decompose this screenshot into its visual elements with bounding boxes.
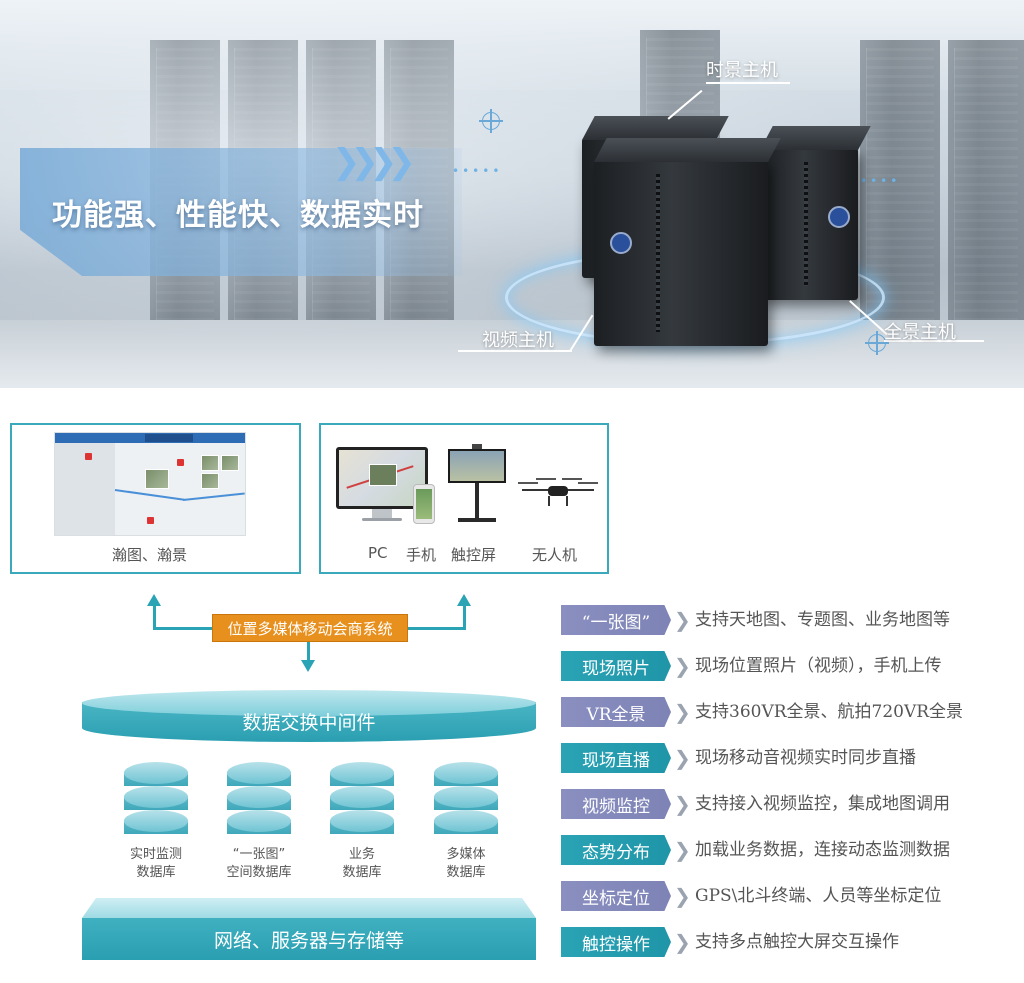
crosshair-icon <box>479 109 503 133</box>
map-photo-thumb <box>145 469 169 489</box>
feature-desc-photo: 现场位置照片（视频），手机上传 <box>695 656 942 676</box>
map-marker-icon <box>177 459 184 466</box>
feature-desc-map: 支持天地图、专题图、业务地图等 <box>695 610 950 630</box>
map-photo-thumb <box>201 473 219 489</box>
map-tabbar <box>145 434 193 442</box>
system-box: 位置多媒体移动会商系统 <box>212 614 408 642</box>
logo-badge-icon <box>610 232 632 254</box>
leader-line <box>458 350 572 352</box>
feature-tag-live: 现场直播 <box>561 743 671 773</box>
label-panorama-host: 全景主机 <box>884 322 956 343</box>
feature-desc-video: 支持接入视频监控，集成地图调用 <box>695 794 950 814</box>
feature-desc-location: GPS\北斗终端、人员等坐标定位 <box>695 886 942 906</box>
touch-screen-icon <box>448 449 506 483</box>
arrow-up-icon <box>147 594 161 606</box>
feature-tag-touch: 触控操作 <box>561 927 671 957</box>
chevron-right-icon: ❯ <box>674 792 691 816</box>
pc-base <box>362 518 402 521</box>
label-shijing-host: 时景主机 <box>706 60 778 81</box>
title-banner <box>20 148 462 276</box>
map-screenshot <box>54 432 246 536</box>
db-label-business: 业务数据库 <box>342 847 382 880</box>
chevron-right-icon: ❯ <box>674 700 691 724</box>
drone-icon <box>518 478 598 506</box>
database-icon <box>330 762 394 834</box>
chevron-right-icon: ❯ <box>674 746 691 770</box>
feature-desc-touch: 支持多点触控大屏交互操作 <box>695 932 899 952</box>
map-route <box>182 492 245 501</box>
connector-line <box>153 627 213 630</box>
connector-line <box>408 627 466 630</box>
map-client-caption: 瀚图、瀚景 <box>112 546 188 564</box>
db-label-realtime: 实时监测数据库 <box>129 847 182 880</box>
label-video-host: 视频主机 <box>482 330 554 351</box>
network-top <box>82 898 536 918</box>
map-marker-icon <box>147 517 154 524</box>
feature-tag-vr: VR全景 <box>561 697 671 727</box>
device-label-drone: 无人机 <box>532 546 578 564</box>
tower-top <box>582 116 729 140</box>
server-tower-video <box>594 138 781 346</box>
map-photo-thumb <box>201 455 219 471</box>
feature-tag-map: “一张图” <box>561 605 671 635</box>
chevron-right-icon: ❯ <box>674 884 691 908</box>
middleware-cylinder: 数据交换中间件 <box>82 690 536 746</box>
chevron-right-icon: ❯ <box>674 838 691 862</box>
tower-vent <box>804 162 808 286</box>
tower-vent <box>656 174 660 332</box>
device-label-touch: 触控屏 <box>451 546 497 564</box>
chevron-icon: ❯❯❯❯ <box>332 142 416 182</box>
pc-stand <box>372 509 392 519</box>
dots-icon: •••• <box>860 174 901 188</box>
hero-banner: ❯❯❯❯ 功能强、性能快、数据实时 ••••• •••• 时景主机 视频主机 全… <box>0 0 1024 388</box>
phone-icon <box>413 484 435 524</box>
database-icon <box>227 762 291 834</box>
device-label-phone: 手机 <box>406 546 437 564</box>
leader-line <box>706 82 790 84</box>
feature-tag-situation: 态势分布 <box>561 835 671 865</box>
crosshair-icon <box>865 331 889 355</box>
database-icon <box>434 762 498 834</box>
map-photo-thumb <box>221 455 239 471</box>
arrow-down-icon <box>301 660 315 672</box>
feature-tag-photo: 现场照片 <box>561 651 671 681</box>
connector-line <box>463 604 466 630</box>
connector-line <box>153 604 156 630</box>
network-body <box>82 918 536 960</box>
leader-line <box>884 340 984 342</box>
feature-desc-vr: 支持360VR全景、航拍720VR全景 <box>695 702 964 722</box>
chevron-right-icon: ❯ <box>674 608 691 632</box>
db-label-spatial: “一张图”空间数据库 <box>226 847 292 880</box>
network-layer: 网络、服务器与存储等 <box>82 898 536 962</box>
chevron-right-icon: ❯ <box>674 930 691 954</box>
device-label-pc: PC <box>368 544 388 562</box>
middleware-top <box>82 690 536 716</box>
map-route <box>114 489 185 501</box>
db-label-multimedia: 多媒体数据库 <box>446 847 486 880</box>
hero-title: 功能强、性能快、数据实时 <box>52 198 424 233</box>
arrow-up-icon <box>457 594 471 606</box>
map-marker-icon <box>85 453 92 460</box>
feature-desc-situation: 加载业务数据，连接动态监测数据 <box>695 840 950 860</box>
touch-screen-camera <box>472 444 482 449</box>
feature-tag-location: 坐标定位 <box>561 881 671 911</box>
pc-monitor-icon <box>336 447 428 509</box>
connector-line <box>307 642 310 660</box>
tower-top <box>594 138 781 162</box>
network-label: 网络、服务器与存储等 <box>213 930 404 952</box>
feature-desc-live: 现场移动音视频实时同步直播 <box>695 748 916 768</box>
server-tower-panorama <box>760 126 871 300</box>
touch-screen-base <box>458 518 496 522</box>
feature-tag-video: 视频监控 <box>561 789 671 819</box>
touch-screen-pole <box>475 483 479 519</box>
chevron-right-icon: ❯ <box>674 654 691 678</box>
database-icon <box>124 762 188 834</box>
middleware-label: 数据交换中间件 <box>242 712 376 734</box>
dots-icon: ••••• <box>452 164 503 178</box>
logo-badge-icon <box>828 206 850 228</box>
